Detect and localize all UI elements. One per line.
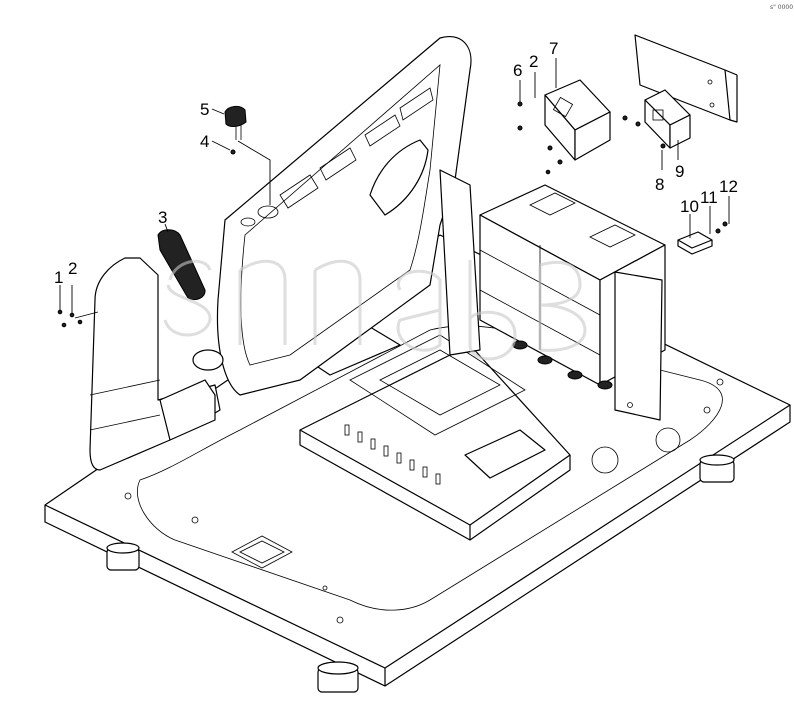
left-side-cover: [89, 257, 224, 471]
small-bracket: [677, 231, 713, 255]
callout-5: 5: [200, 100, 209, 119]
callout-12: 12: [719, 177, 738, 196]
callout-6: 6: [513, 61, 522, 80]
callout-labels: 1 2 3 4 5 6 2 7 8 9 10 11 12: [54, 39, 738, 287]
leader-lines: [59, 58, 730, 319]
callout-11: 11: [700, 188, 718, 207]
callout-3: 3: [158, 208, 167, 227]
right-plate: [614, 271, 663, 421]
slot-row: [344, 424, 441, 485]
switch-part: [224, 105, 247, 140]
platform-feet: [106, 454, 735, 693]
corner-mark: s" 0000: [770, 4, 793, 11]
fasteners: [57, 101, 728, 328]
module-unit: [644, 89, 691, 149]
watermark: [163, 259, 587, 361]
controller-unit: [544, 79, 611, 161]
callout-8: 8: [655, 175, 664, 194]
callout-10: 10: [680, 197, 699, 216]
callout-7: 7: [549, 39, 558, 58]
callout-4: 4: [200, 132, 209, 151]
callout-9: 9: [675, 162, 684, 181]
callout-2-top: 2: [529, 52, 538, 71]
callout-1: 1: [54, 268, 63, 287]
callout-2: 2: [68, 259, 77, 278]
mounting-plate: [634, 34, 738, 123]
